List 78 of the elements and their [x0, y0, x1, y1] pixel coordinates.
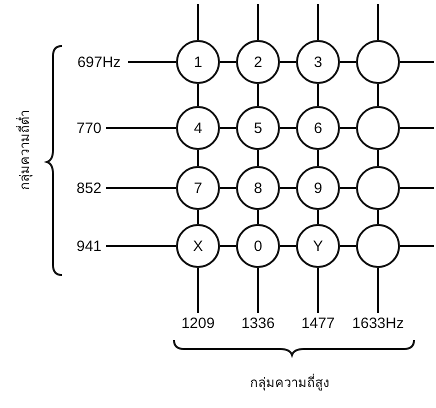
frequency-label: 697Hz [70, 52, 128, 72]
connector-line [197, 4, 199, 40]
connector-line [317, 150, 319, 166]
key-circle [296, 224, 340, 268]
connector-line [340, 61, 356, 63]
connector-line [280, 187, 296, 189]
connector-line [280, 245, 296, 247]
key-circle [176, 40, 220, 84]
key-circle [176, 166, 220, 210]
connector-line [400, 245, 434, 247]
key-circle [236, 166, 280, 210]
key-circle [176, 224, 220, 268]
frequency-label: 941 [72, 236, 106, 256]
connector-line [340, 187, 356, 189]
connector-line [280, 127, 296, 129]
frequency-label: 1477 [298, 313, 338, 333]
frequency-label: 1336 [238, 313, 278, 333]
key-circle [236, 224, 280, 268]
connector-line [257, 268, 259, 313]
key-label: 5 [254, 120, 262, 136]
connector-line [220, 245, 236, 247]
connector-line [377, 4, 379, 40]
key-circle [296, 106, 340, 150]
connector-line [340, 127, 356, 129]
key-label: X [192, 238, 203, 254]
group-label: กลุ่มความถี่ต่ำ [16, 110, 34, 190]
connector-line [128, 61, 176, 63]
connector-line [317, 210, 319, 224]
connector-line [220, 187, 236, 189]
frequency-label: 852 [72, 178, 106, 198]
connector-line [197, 210, 199, 224]
key-circle [176, 106, 220, 150]
key-label: 2 [254, 54, 262, 70]
connector-line [197, 268, 199, 313]
key-label: 3 [314, 54, 322, 70]
connector-line [400, 187, 434, 189]
key-label: 0 [254, 238, 262, 254]
connector-line [377, 150, 379, 166]
key-label: 9 [314, 180, 322, 196]
key-circle [356, 106, 400, 150]
connector-line [377, 210, 379, 224]
connector-line [280, 61, 296, 63]
key-label: 8 [254, 180, 262, 196]
connector-line [317, 4, 319, 40]
group-label: กลุ่มความถี่สูง [250, 372, 329, 392]
key-circle [356, 40, 400, 84]
connector-line [340, 245, 356, 247]
connector-line [106, 127, 176, 129]
key-label: 4 [194, 120, 202, 136]
connector-line [197, 150, 199, 166]
connector-line [220, 127, 236, 129]
connector-line [400, 127, 434, 129]
key-circle [296, 166, 340, 210]
connector-line [197, 84, 199, 106]
frequency-label: 1633Hz [347, 313, 409, 333]
key-circle [236, 40, 280, 84]
connector-line [257, 210, 259, 224]
key-circle [296, 40, 340, 84]
connector-line [106, 245, 176, 247]
connector-line [400, 61, 434, 63]
connector-line [377, 84, 379, 106]
frequency-label: 770 [72, 118, 106, 138]
connector-line [377, 268, 379, 313]
connector-line [220, 61, 236, 63]
key-label: 1 [194, 54, 202, 70]
key-circle [356, 166, 400, 210]
key-label: 7 [194, 180, 202, 196]
key-label: Y [312, 238, 323, 254]
key-label: 6 [314, 120, 322, 136]
connector-line [106, 187, 176, 189]
key-circle [236, 106, 280, 150]
frequency-label: 1209 [178, 313, 218, 333]
key-circle [356, 224, 400, 268]
connector-line [317, 84, 319, 106]
connector-line [317, 268, 319, 313]
connector-line [257, 84, 259, 106]
connector-line [257, 4, 259, 40]
connector-line [257, 150, 259, 166]
